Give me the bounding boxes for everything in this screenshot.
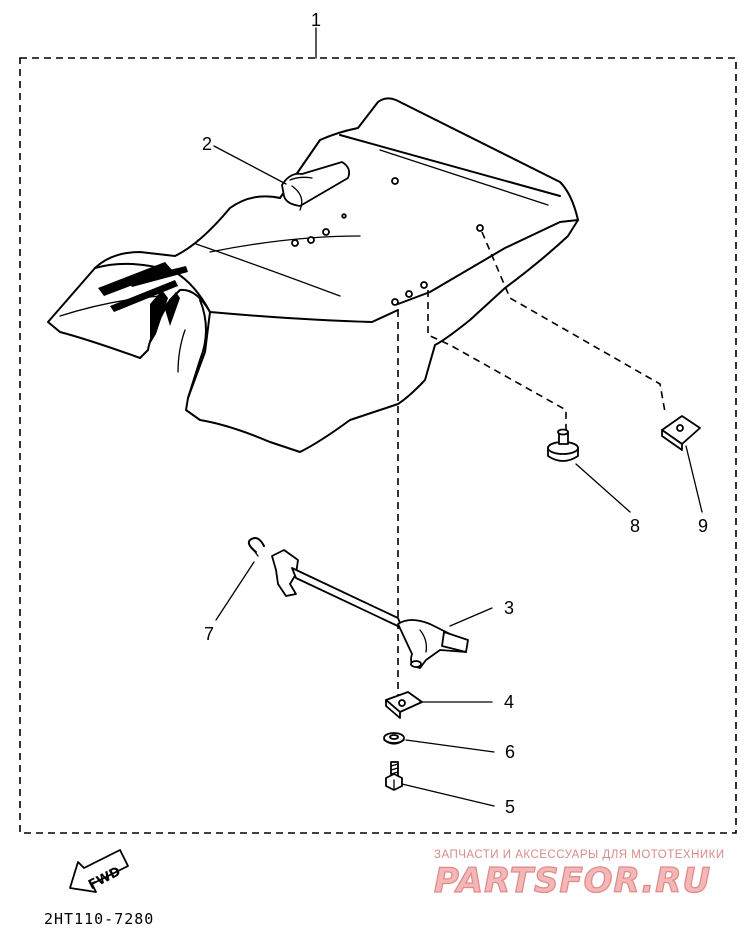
seat-part	[47, 97, 579, 453]
callout-9: 9	[698, 516, 708, 536]
dashed-line-9	[481, 231, 666, 413]
callout-6: 6	[505, 742, 515, 762]
callout-3: 3	[504, 598, 514, 618]
plate-nut-part	[385, 691, 423, 719]
leader-9	[685, 445, 703, 513]
leader-7	[215, 561, 255, 621]
circlip-part	[247, 537, 265, 557]
dashed-line-8	[427, 290, 567, 430]
callout-4: 4	[504, 692, 514, 712]
callout-2: 2	[202, 134, 212, 154]
drawing-code: 2HT110-7280	[44, 910, 154, 928]
assembly-boundary	[19, 57, 737, 834]
callout-1: 1	[311, 10, 321, 30]
callout-7: 7	[204, 624, 214, 644]
washer-part	[383, 732, 405, 745]
leader-6	[405, 739, 495, 753]
leader-2	[213, 145, 287, 185]
damper-part	[547, 428, 579, 462]
watermark-tagline: ЗАПЧАСТИ И АКСЕССУАРЫ ДЛЯ МОТОТЕХНИКИ	[434, 849, 725, 861]
leader-5	[401, 783, 495, 807]
leader-3	[449, 607, 493, 627]
clip-nut-part	[661, 415, 701, 451]
leader-8	[575, 463, 631, 513]
grab-strap-part	[281, 161, 351, 211]
bolt-part	[385, 761, 403, 791]
watermark-brand: PARTSFOR.RU	[434, 861, 711, 901]
fwd-arrow-icon: FWD	[69, 849, 129, 893]
callout-5: 5	[505, 797, 515, 817]
seat-lock-part	[271, 549, 469, 669]
callout-8: 8	[630, 516, 640, 536]
